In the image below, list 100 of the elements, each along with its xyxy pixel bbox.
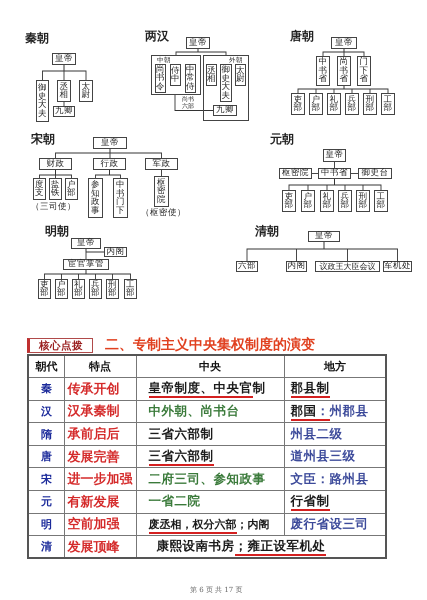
office-box: 兵部: [345, 93, 359, 115]
connector-line: [334, 162, 335, 168]
table-cell: 三省六部制: [136, 445, 284, 468]
table-cell: 汉: [28, 400, 64, 423]
header-cell: 朝代: [28, 355, 64, 378]
table-cell: 元: [28, 490, 64, 514]
office-box: 丞相: [206, 64, 217, 86]
office-box: 宦官掌管: [63, 259, 109, 270]
chart-heading: 明朝: [45, 225, 69, 239]
connector-line: [55, 170, 72, 178]
office-box: 户部: [301, 190, 315, 212]
connector-line: [344, 86, 388, 94]
header-cell: 中央: [136, 355, 284, 378]
office-box: 枢密院: [154, 176, 169, 207]
office-box: 九卿: [213, 105, 237, 116]
table-cell: 明: [28, 513, 64, 536]
header-cell: 特点: [64, 355, 136, 378]
office-box: 御史台: [358, 168, 392, 179]
connector-line: [350, 173, 358, 174]
office-box: 刑部: [106, 279, 119, 299]
table-cell: 三省六部制: [136, 422, 284, 446]
table-cell: 二府三司、参知政事: [136, 468, 284, 491]
office-box: 军政: [145, 158, 178, 170]
office-box: 吏部: [291, 93, 305, 115]
table-cell: 隋: [28, 422, 64, 446]
table-cell: 承前启后: [64, 422, 136, 446]
office-box: 礼部: [327, 93, 341, 115]
table-cell: 汉承秦制: [64, 400, 136, 423]
office-box: 御史大夫: [36, 80, 49, 122]
group-frame: [203, 55, 249, 121]
connector-line: [176, 48, 198, 56]
office-box: 礼部: [72, 279, 85, 299]
table-cell: 发展完善: [64, 445, 136, 468]
table-cell: 进一步加强: [64, 468, 136, 491]
office-box: 太尉: [79, 80, 93, 102]
connector-line: [198, 48, 226, 56]
office-box: 御史大夫: [220, 64, 232, 102]
group-frame: [151, 55, 201, 95]
connector-line: [161, 170, 162, 176]
table-cell: 空前加强: [64, 513, 136, 536]
office-box: 户部: [55, 279, 68, 299]
office-box: 内阁: [104, 247, 127, 257]
office-box: 参知政事: [88, 178, 103, 218]
office-box: 内阁: [286, 261, 307, 272]
office-box: 尚书令: [155, 64, 166, 93]
chart-heading: 元朝: [270, 133, 294, 147]
office-box: 枢密院: [279, 168, 312, 179]
section-title: 二、专制主义中央集权制度的演变: [105, 337, 315, 354]
table-cell: 唐: [28, 445, 64, 468]
office-box: 中书省: [318, 168, 351, 179]
office-box: 兵部: [338, 190, 352, 212]
connector-line: [109, 170, 121, 178]
office-box: 中书门下: [113, 178, 128, 218]
office-box: 吏部: [38, 279, 51, 299]
chart-heading: 两汉: [145, 30, 169, 44]
office-box: 军机处: [383, 261, 412, 272]
office-box: 皇帝: [93, 137, 127, 149]
connector-line: [344, 48, 364, 56]
office-box: 丞相: [57, 80, 71, 102]
office-box: 户部: [65, 178, 78, 200]
office-box: 门下省: [357, 56, 371, 86]
table-cell: 废丞相，权分六部；内阁: [136, 513, 284, 536]
connector-line: [86, 248, 104, 252]
chart-heading: 秦朝: [25, 32, 49, 46]
chart-heading: 宋朝: [31, 133, 55, 147]
table-cell: 中外朝、尚书台: [136, 400, 284, 423]
office-box: 尚书省: [337, 56, 351, 86]
connector-line: [334, 178, 382, 190]
office-box: 刑部: [363, 93, 377, 115]
connector-line: [64, 64, 86, 80]
office-box: 户部: [309, 93, 323, 115]
office-box: 太尉: [235, 64, 246, 86]
office-box: 皇帝: [186, 37, 210, 49]
chart-heading: 唐朝: [290, 30, 314, 44]
office-box: 侍中: [170, 64, 181, 86]
connector-line: [334, 86, 344, 94]
office-box: 财政: [39, 158, 72, 170]
office-box: 中常侍: [185, 64, 196, 93]
office-box: 工部: [124, 279, 137, 299]
office-box: 皇帝: [52, 53, 76, 65]
office-box: 中书省: [316, 56, 330, 86]
office-box: 六部: [236, 261, 258, 272]
office-box: 礼部: [320, 190, 334, 212]
group-caption: （三司使）: [31, 203, 76, 213]
table-cell: 秦: [28, 378, 64, 400]
office-box: 兵部: [89, 279, 102, 299]
node-caption: （枢密使）: [141, 209, 186, 219]
office-box: 盐铁: [49, 178, 62, 200]
section-tag: 核心点拨: [27, 338, 93, 353]
office-box: 刑部: [356, 190, 370, 212]
table-cell: 传承开创: [64, 378, 136, 400]
office-box: 行政: [93, 158, 126, 170]
connector-line: [312, 173, 318, 174]
office-box: 工部: [381, 93, 395, 115]
office-box: 议政王大臣会议: [315, 261, 380, 272]
office-box: 皇帝: [331, 37, 357, 49]
office-box: 九卿: [53, 106, 75, 117]
table-cell: 皇帝制度、中央官制: [136, 378, 284, 400]
chart-heading: 清朝: [255, 225, 279, 239]
office-box: 皇帝: [323, 149, 346, 162]
